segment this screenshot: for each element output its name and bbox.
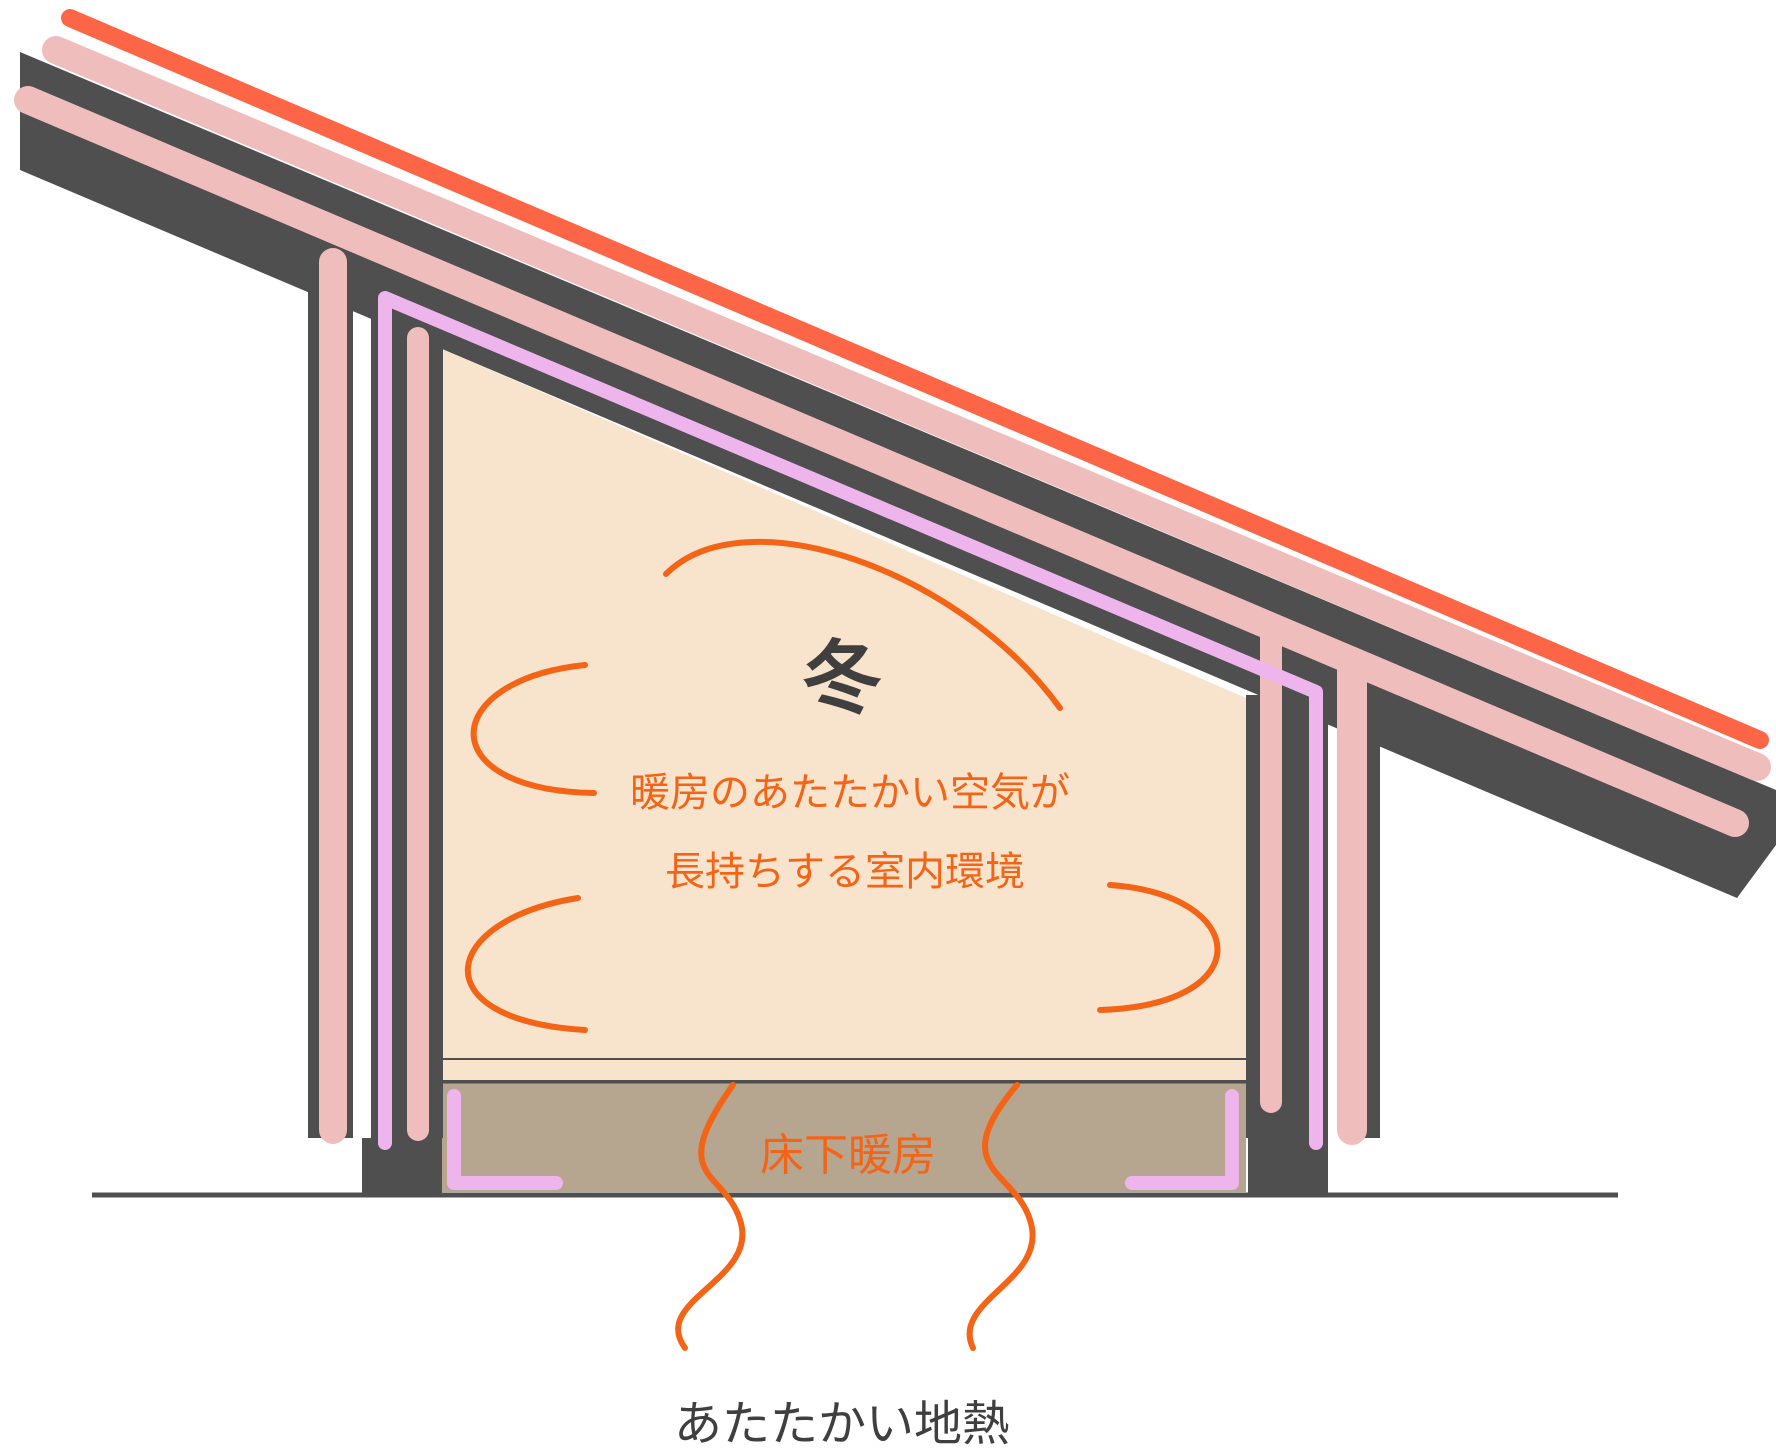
warm-air-circulation-arrow: [470, 662, 597, 796]
underfloor-heating-label: 床下暖房: [760, 1130, 936, 1181]
crawlspace: [442, 1080, 1246, 1192]
warm-air-circulation-arrow: [1097, 882, 1221, 1013]
foundation-left: [362, 1138, 442, 1195]
ground-heat-label: あたたかい地熱: [674, 1396, 1010, 1452]
foundation-insulation-left: [447, 1089, 563, 1190]
ground-heat-arrows: [675, 1082, 1036, 1351]
room-description-line1: 暖房のあたたかい空気が: [630, 770, 1070, 816]
ground-heat-arrow: [675, 1082, 746, 1351]
ground-heat-arrow: [966, 1082, 1036, 1351]
warm-air-circulation-arrow: [663, 538, 1063, 711]
warm-air-circulation-arrows: [464, 538, 1221, 1033]
roof-insulation-lower: [14, 86, 1749, 837]
vapor-barrier-sheet: [378, 291, 1323, 1150]
roof-insulation-upper: [42, 36, 1771, 781]
warm-air-circulation-arrow: [464, 895, 588, 1033]
room-description-line2: 長持ちする室内環境: [665, 849, 1025, 895]
room-interior: [440, 348, 1246, 1058]
foundation-insulation-right: [1125, 1089, 1239, 1190]
floor-board: [442, 1058, 1246, 1080]
season-label: 冬: [802, 632, 882, 725]
roof-finish: [61, 9, 1769, 749]
